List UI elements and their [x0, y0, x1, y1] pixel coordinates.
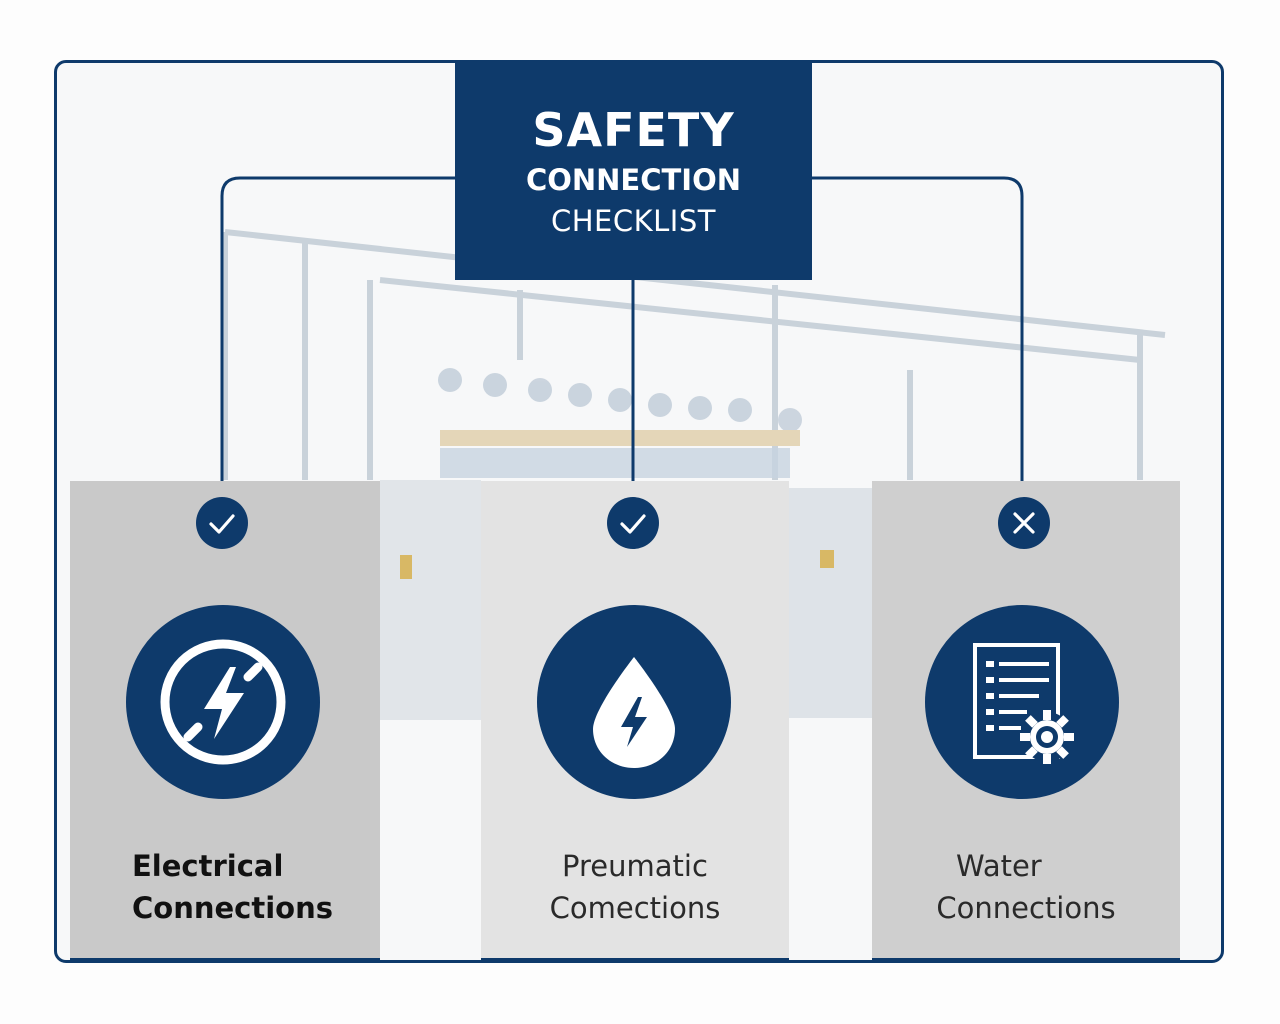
check-icon	[620, 514, 646, 534]
x-icon	[1013, 512, 1035, 534]
status-badge-water	[998, 497, 1050, 549]
label-pneumatic-line1: Preumatic	[562, 849, 708, 883]
title-box: SAFETY CONNECTION CHECKLIST	[455, 61, 812, 280]
title-sub-2: CHECKLIST	[551, 204, 716, 238]
label-electrical-line1: Electrical	[132, 849, 284, 883]
check-icon	[209, 514, 235, 534]
status-badge-pneumatic	[607, 497, 659, 549]
label-pneumatic-line2: Comections	[549, 891, 721, 925]
water-icon-circle	[925, 605, 1119, 799]
water-drop-lightning-icon	[593, 657, 675, 768]
status-badge-electrical	[196, 497, 248, 549]
pneumatic-icon-circle	[537, 605, 731, 799]
label-pneumatic: Preumatic Comections	[481, 845, 789, 929]
title-main: SAFETY	[532, 103, 735, 157]
title-sub: CONNECTION	[525, 163, 742, 197]
label-water-line1: Water	[956, 849, 1042, 883]
electrical-icon-circle	[126, 605, 320, 799]
document-gear-icon	[973, 643, 1074, 764]
label-water: Water Connections	[872, 845, 1180, 929]
label-water-line2: Connections	[936, 891, 1116, 925]
label-electrical-line2: Connections	[132, 891, 333, 925]
lightning-circle-icon	[160, 639, 286, 765]
label-electrical: Electrical Connections	[132, 845, 333, 929]
